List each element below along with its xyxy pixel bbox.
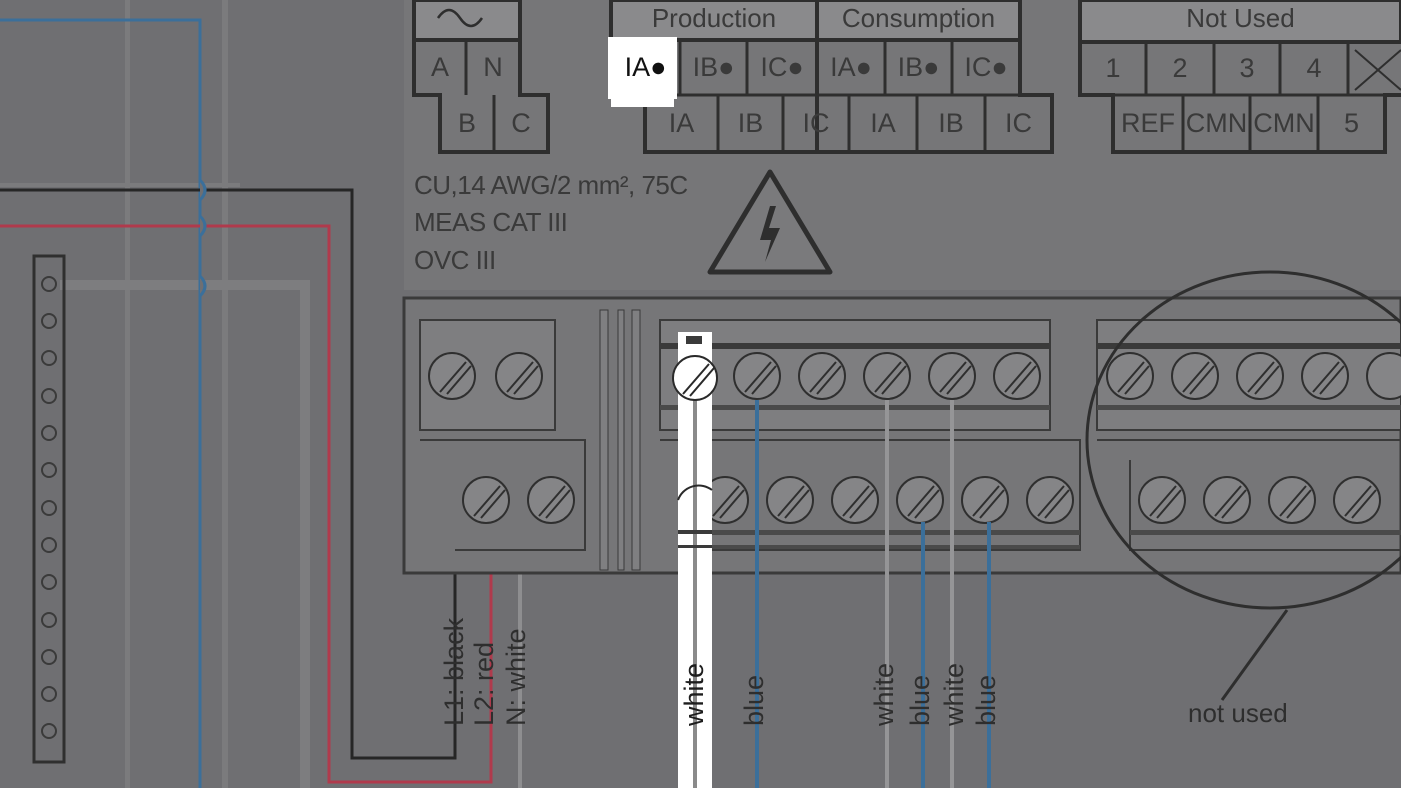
spec-wire-gauge: CU,14 AWG/2 mm², 75C (414, 170, 688, 200)
label-white-3: white (939, 662, 969, 726)
not-used-cmn-2: CMN (1253, 108, 1315, 138)
busbar-holes (41, 276, 57, 739)
consumption-ia-dot: IA● (830, 52, 872, 82)
not-used-ref: REF (1121, 108, 1175, 138)
blue-wire-2 (921, 522, 925, 788)
production-ib-dot: IB● (692, 52, 735, 82)
blue-wire-3 (987, 522, 991, 788)
terminal-a: A (430, 52, 449, 82)
not-used-2: 2 (1172, 53, 1188, 83)
terminal-b: B (457, 108, 476, 138)
ac-wave-icon (436, 8, 484, 28)
consumption-ib: IB (938, 108, 964, 138)
terminal-c: C (511, 108, 531, 138)
not-used-annotation: not used (1188, 698, 1288, 728)
blue-wire-left (0, 18, 202, 788)
busbar (32, 254, 66, 764)
not-used-5: 5 (1343, 108, 1360, 138)
not-used-4: 4 (1306, 53, 1322, 83)
label-white-2: white (869, 662, 899, 726)
label-blue-3: blue (971, 674, 1001, 726)
red-wire-l2 (0, 224, 493, 784)
black-wire-l1 (0, 188, 457, 760)
not-used-cmn-1: CMN (1185, 108, 1248, 138)
production-ib: IB (737, 108, 764, 138)
terminal-n: N (483, 52, 503, 82)
production-ia-dot: IA● (624, 52, 667, 82)
header-consumption: Consumption (841, 2, 996, 33)
not-used-callout (1085, 270, 1401, 610)
header-not-used: Not Used (1186, 2, 1295, 33)
consumption-ic-dot: IC● (964, 52, 1008, 82)
spec-meas-cat: MEAS CAT III (414, 207, 568, 237)
blue-wire-1 (755, 400, 759, 788)
consumption-ia: IA (870, 108, 896, 138)
production-ic: IC (802, 108, 830, 138)
consumption-ib-dot: IB● (897, 52, 940, 82)
consumption-ic: IC (1005, 108, 1032, 138)
not-used-1: 1 (1105, 53, 1121, 83)
label-white-highlight: white (679, 662, 709, 726)
production-ic-dot: IC● (760, 52, 804, 82)
label-l1-black: L1: black (439, 617, 469, 726)
label-l2-red: L2: red (469, 641, 499, 726)
production-ia: IA (668, 108, 695, 138)
header-production: Production (651, 2, 777, 33)
label-blue-2: blue (905, 674, 935, 726)
label-n-white: N: white (501, 628, 531, 726)
spec-ovc: OVC III (414, 245, 496, 275)
label-blue-1: blue (739, 674, 769, 726)
not-used-3: 3 (1239, 53, 1255, 83)
